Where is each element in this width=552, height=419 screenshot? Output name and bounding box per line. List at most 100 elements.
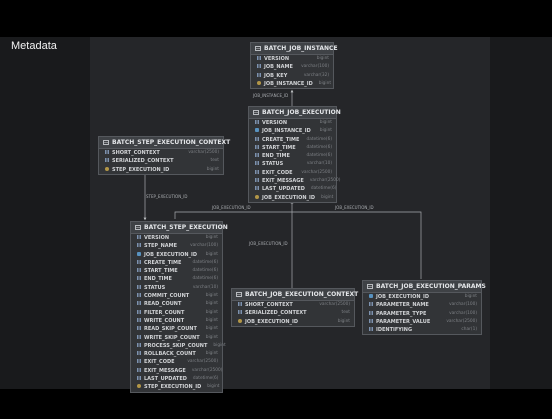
column-icon <box>257 72 261 77</box>
column-icon <box>137 342 141 347</box>
column-row-serialized-context[interactable]: SERIALIZED_CONTEXT text <box>232 309 354 317</box>
column-type: bigint <box>207 384 220 390</box>
column-name: SERIALIZED_CONTEXT <box>105 157 174 165</box>
column-type: varchar(100) <box>449 302 477 308</box>
table-icon <box>103 139 109 145</box>
table-header[interactable]: BATCH_STEP_EXECUTION <box>131 222 228 234</box>
column-name-text: ROLLBACK_COUNT <box>144 351 196 358</box>
column-icon <box>105 150 109 154</box>
column-name-text: START_TIME <box>262 144 296 151</box>
table-batch-job-execution-params[interactable]: BATCH_JOB_EXECUTION_PARAMS JOB_EXECUTION_… <box>362 280 486 336</box>
column-icon <box>137 326 141 331</box>
column-icon <box>255 161 259 166</box>
column-icon <box>369 318 373 323</box>
column-name-text: READ_COUNT <box>144 301 182 308</box>
column-row-start-time[interactable]: START_TIME datetime(6) <box>249 144 336 152</box>
column-name-text: STEP_EXECUTION_ID <box>112 166 170 173</box>
column-type: bigint <box>337 318 350 324</box>
column-name: EXIT_CODE <box>137 358 175 366</box>
column-row-exit-code[interactable]: EXIT_CODE varchar(2500) <box>131 358 222 366</box>
column-type: datetime(6) <box>306 144 332 150</box>
column-name: START_TIME <box>255 144 296 152</box>
column-type: text <box>341 310 350 316</box>
column-type: text <box>210 158 219 164</box>
column-name-text: JOB_INSTANCE_ID <box>262 128 311 135</box>
column-name-text: VERSION <box>264 56 290 62</box>
column-name: FILTER_COUNT <box>137 309 184 317</box>
edge-label-job-execution-id-context: JOB_EXECUTION_ID <box>249 241 288 246</box>
edge-label-job-execution-id-params: JOB_EXECUTION_ID <box>335 205 374 210</box>
column-name: EXIT_MESSAGE <box>255 177 304 185</box>
table-name: BATCH_JOB_EXECUTION_PARAMS <box>376 283 486 290</box>
column-name: EXIT_CODE <box>255 169 293 177</box>
column-name: STEP_NAME <box>137 242 177 250</box>
edge-label-job-instance-id: JOB_INSTANCE_ID <box>253 93 289 98</box>
column-type: varchar(2500) <box>191 367 223 373</box>
column-name: LAST_UPDATED <box>137 375 187 383</box>
column-name-text: SERIALIZED_CONTEXT <box>245 310 307 317</box>
column-icon <box>137 243 141 248</box>
slide-title: Metadata <box>11 40 57 52</box>
edge-label-job-execution-id-step: JOB_EXECUTION_ID <box>212 205 251 210</box>
column-name: ROLLBACK_COUNT <box>137 350 196 358</box>
column-type: bigint <box>321 194 334 200</box>
column-icon <box>369 310 373 315</box>
column-icon <box>137 351 141 356</box>
table-header[interactable]: BATCH_JOB_EXECUTION <box>249 107 341 119</box>
table-icon <box>255 45 261 51</box>
table-header[interactable]: BATCH_JOB_EXECUTION_PARAMS <box>363 281 486 293</box>
column-row-serialized-context[interactable]: SERIALIZED_CONTEXT text <box>99 157 223 165</box>
column-name: WRITE_COUNT <box>137 317 184 325</box>
column-name: VERSION <box>257 55 289 63</box>
column-type: varchar(2500) <box>187 359 218 365</box>
table-header[interactable]: BATCH_JOB_EXECUTION_CONTEXT <box>232 289 358 301</box>
table-header[interactable]: BATCH_STEP_EXECUTION_CONTEXT <box>99 137 230 149</box>
table-header[interactable]: BATCH_JOB_INSTANCE <box>251 43 338 55</box>
